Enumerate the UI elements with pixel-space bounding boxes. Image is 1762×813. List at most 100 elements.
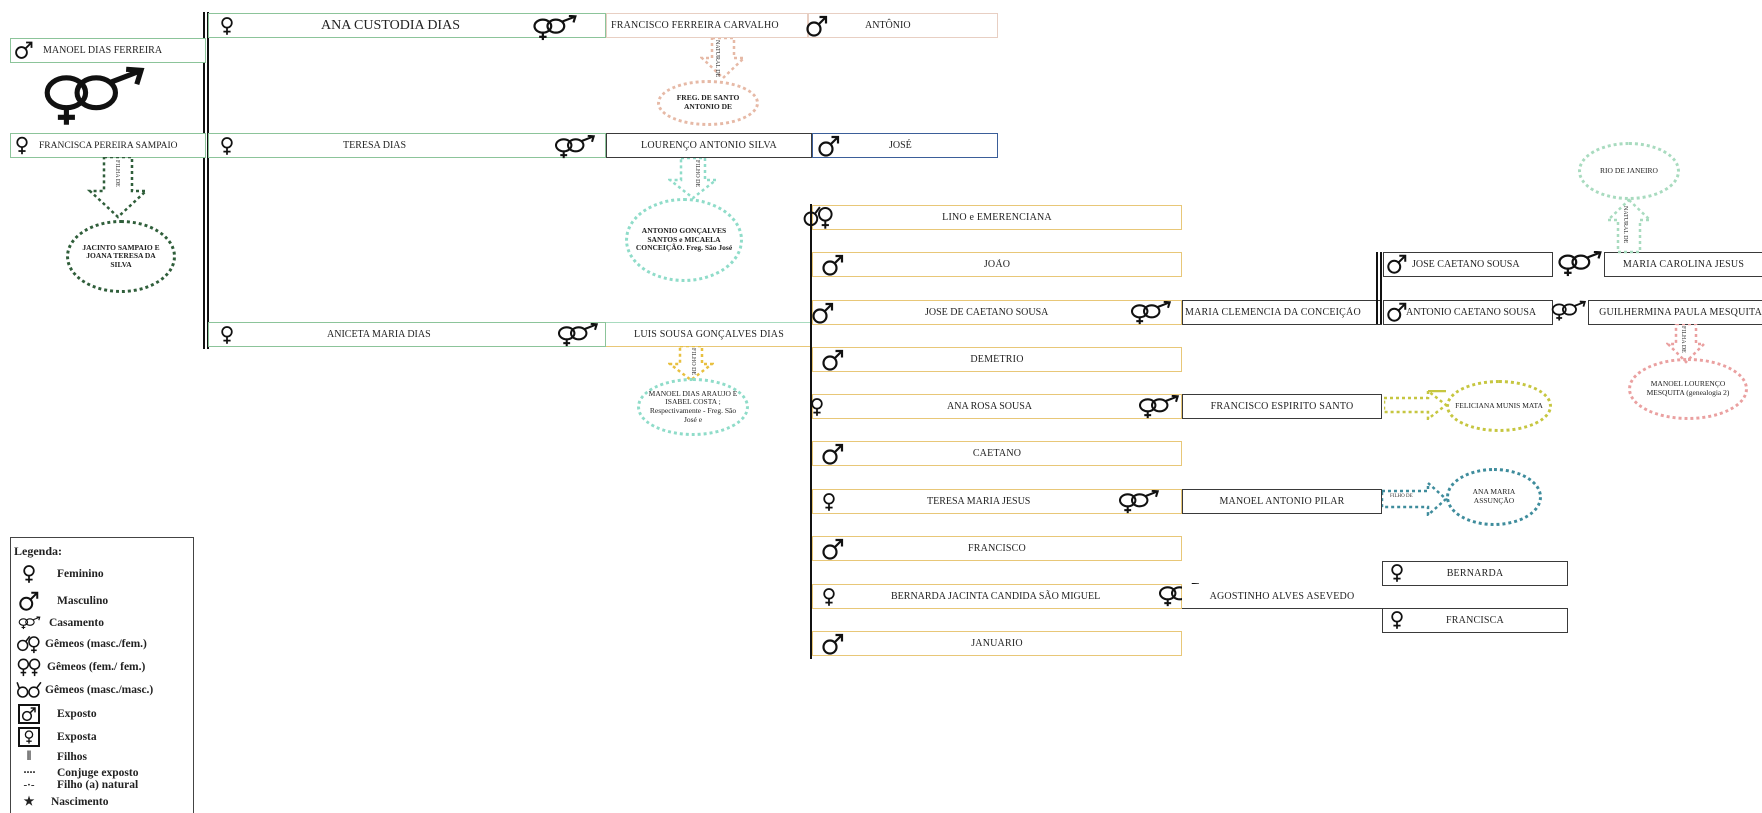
marriage-icon — [1548, 251, 1610, 277]
person-manoel-antonio-pilar[interactable]: MANOEL ANTONIO PILAR — [1182, 489, 1382, 514]
person-francisca[interactable]: FRANCISCA — [1382, 608, 1568, 633]
children-icon: ‖ — [26, 749, 32, 764]
natural-de-arrow-2 — [1606, 198, 1652, 254]
person-maria-carolina-jesus[interactable]: MARIA CAROLINA JESUS — [1604, 252, 1762, 277]
legend-item-twins-female: Gêmeos (fem./ fem.) — [15, 657, 145, 677]
relation-label: FILHO DE — [690, 348, 696, 376]
person-label: JOSE CAETANO SOUSA — [1412, 259, 1520, 270]
legend-item-nascimento: ★Nascimento — [15, 794, 109, 809]
person-teresa-dias[interactable]: TERESA DIAS — [208, 133, 606, 158]
twins-mixed-icon — [801, 204, 837, 230]
person-label: ANA ROSA SOUSA — [947, 401, 1033, 412]
legend-item-children: ‖Filhos — [15, 749, 87, 765]
person-jose[interactable]: JOSÉ — [812, 133, 998, 158]
person-label: DEMÉTRIO — [970, 354, 1024, 365]
marriage-icon — [1129, 395, 1187, 419]
origin-antonio-goncalves: ANTONIO GONÇALVES SANTOS e MICAELA CONCE… — [625, 198, 743, 282]
person-francisca-pereira-sampaio[interactable]: FRANCISCA PEREIRA SAMPAIO — [10, 133, 206, 158]
relation-label: FILHO DE — [694, 160, 700, 188]
person-label: JOSE DE CAETANO SOUSA — [925, 307, 1049, 318]
person-bernarda[interactable]: BERNARDA — [1382, 561, 1568, 586]
female-icon — [1389, 563, 1405, 583]
person-jose-caetano-sousa[interactable]: JOSE CAETANO SOUSA — [1383, 252, 1553, 277]
person-lino-emerenciana[interactable]: LINO e EMERENCIANA — [812, 205, 1182, 230]
person-antonio-caetano-sousa[interactable]: ANTONIO CAETANO SOUSA — [1383, 300, 1553, 325]
marriage-icon — [15, 613, 43, 633]
person-aniceta-maria-dias[interactable]: ANICETA MARIA DIAS — [208, 322, 606, 347]
person-label: FRANCISCA PEREIRA SAMPAIO — [39, 140, 178, 151]
origin-rio-de-janeiro: RIO DE JANEIRO — [1578, 142, 1680, 200]
filho-de-arrow-2 — [668, 346, 714, 382]
female-icon — [809, 397, 825, 417]
marriage-icon — [1546, 300, 1590, 322]
person-caetano[interactable]: CAETANO — [812, 441, 1182, 466]
legend-label: Nascimento — [51, 795, 109, 808]
male-icon — [1386, 253, 1408, 275]
marriage-icon — [1119, 301, 1181, 325]
male-icon — [821, 253, 845, 277]
person-januario[interactable]: JANUÁRIO — [812, 631, 1182, 656]
generation-divider-line — [203, 12, 205, 349]
person-lourenco-antonio-silva[interactable]: LOURENÇO ANTONIO SILVA — [606, 133, 812, 158]
origin-freg-santo-antonio: FREG. DE SANTO ANTONIO DE — [657, 80, 759, 126]
person-francisco-ferreira-carvalho[interactable]: FRANCISCO FERREIRA CARVALHO — [606, 13, 808, 38]
right-generation-line — [1376, 252, 1378, 324]
person-teresa-maria-jesus[interactable]: TERESA MARIA JESUS — [812, 489, 1182, 514]
marriage-icon — [525, 15, 583, 41]
person-ana-custodia-dias[interactable]: ANA CUSTODIA DIAS — [208, 13, 606, 38]
twins-female-icon — [15, 657, 43, 677]
marriage-icon — [28, 62, 156, 132]
person-agostinho-alves-asevedo[interactable]: AGOSTINHO ALVES ASEVEDO — [1182, 584, 1382, 609]
origin-ana-maria-assuncao: ANA MARIA ASSUNÇÃO — [1446, 468, 1542, 526]
legend-label: Gêmeos (fem./ fem.) — [47, 661, 146, 673]
natural-de-arrow — [700, 38, 746, 80]
legend: Legenda: Feminino Masculino Casamento Gê… — [10, 537, 194, 813]
person-guilhermina-paula-mesquita[interactable]: GUILHERMINA PAULA MESQUITA — [1588, 300, 1762, 325]
person-label: ANTÔNIO — [865, 20, 911, 31]
relation-label: FILHA DE — [1680, 326, 1686, 353]
exposed-male-icon — [18, 704, 40, 724]
person-joao[interactable]: JOÃO — [812, 252, 1182, 277]
legend-label: Exposto — [57, 708, 97, 720]
right-generation-line-2 — [1380, 252, 1382, 324]
person-label: FRANCISCO — [968, 543, 1026, 554]
person-label: BERNARDA — [1446, 568, 1504, 579]
person-luis-sousa-goncalves-dias[interactable]: LUIS SOUSA GONÇALVES DIAS — [606, 322, 812, 347]
person-antonio[interactable]: ANTÔNIO — [808, 13, 998, 38]
legend-item-twins-mixed: Gêmeos (masc./fem.) — [15, 634, 147, 654]
person-ana-rosa-sousa[interactable]: ANA ROSA SOUSA — [812, 394, 1182, 419]
male-icon — [811, 301, 835, 325]
person-francisco-espirito-santo[interactable]: FRANCISCO ESPIRITO SANTO — [1182, 394, 1382, 419]
person-label: ANICETA MARIA DIAS — [327, 329, 431, 340]
legend-item-filho-natural: -·-Filho (a) natural — [15, 779, 139, 791]
person-label: FRANCISCA — [1446, 615, 1504, 626]
relation-label: NATURAL DE — [714, 40, 720, 78]
origin-manoel-dias-araujo: MANOEL DIAS ARAUJO E ISABEL COSTA ; Resp… — [637, 378, 749, 436]
male-icon — [821, 632, 845, 656]
female-icon — [219, 325, 235, 345]
person-manoel-dias-ferreira[interactable]: MANOEL DIAS FERREIRA — [10, 38, 206, 63]
person-label: MANOEL DIAS FERREIRA — [43, 45, 163, 56]
dotted-line-icon: ···· — [22, 765, 36, 779]
legend-item-male: Masculino — [15, 590, 108, 612]
female-icon — [219, 16, 235, 36]
marriage-icon — [1107, 490, 1169, 514]
relation-label: FILHO DE — [1390, 494, 1413, 499]
person-label: LOURENÇO ANTONIO SILVA — [641, 140, 777, 151]
person-francisco[interactable]: FRANCISCO — [812, 536, 1182, 561]
legend-label: Casamento — [49, 617, 104, 629]
twins-male-icon — [15, 680, 43, 700]
filho-de-arrow — [668, 158, 718, 200]
relation-label: FILHA DE — [114, 160, 120, 187]
person-maria-clemencia[interactable]: MARIA CLEMENCIA DA CONCEIÇÃO — [1182, 300, 1382, 325]
legend-label: Gêmeos (masc./fem.) — [45, 638, 147, 650]
origin-jacinto-sampaio: JACINTO SAMPAIO E JOANA TERESA DA SILVA — [66, 220, 176, 293]
person-jose-de-caetano-sousa[interactable]: JOSE DE CAETANO SOUSA — [812, 300, 1182, 325]
person-demetrio[interactable]: DEMÉTRIO — [812, 347, 1182, 372]
filha-de-arrow — [86, 157, 150, 219]
filha-de-arrow-2 — [1666, 324, 1706, 364]
relation-label: NATURAL DE — [1622, 206, 1628, 244]
female-icon — [14, 136, 30, 155]
person-bernarda-jacinta[interactable]: BERNARDA JACINTA CANDIDA SÃO MIGUEL — [812, 584, 1182, 609]
male-icon — [14, 40, 34, 60]
